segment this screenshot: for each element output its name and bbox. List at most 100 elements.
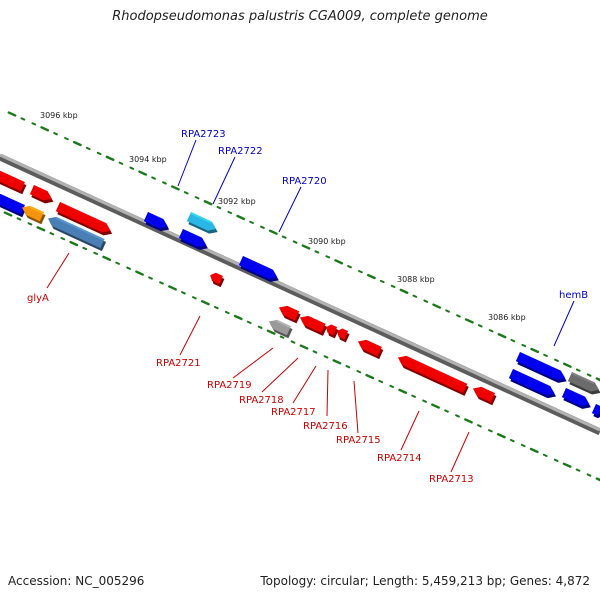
gene-label-rpa2716[interactable]: RPA2716 bbox=[303, 421, 348, 432]
outer-scale-tick bbox=[586, 373, 592, 377]
gene-label-glya[interactable]: glyA bbox=[27, 293, 49, 304]
gene-arrow-left-red-1-body bbox=[0, 170, 25, 192]
gene-arrow-gray-edge-body bbox=[567, 372, 600, 392]
gene-label-rpa2723[interactable]: RPA2723 bbox=[181, 129, 226, 140]
outer-scale-tick bbox=[20, 117, 26, 121]
inner-scale-tick bbox=[126, 266, 131, 270]
outer-scale-tick bbox=[31, 122, 37, 126]
inner-scale-tick bbox=[115, 261, 120, 265]
leader-rpa2719 bbox=[232, 347, 274, 379]
gene-arrow-gray-edge bbox=[567, 372, 600, 395]
inner-scale-tick bbox=[520, 443, 526, 448]
outer-scale-tick bbox=[194, 196, 200, 200]
outer-scale-tick bbox=[227, 210, 233, 215]
inner-scale-tick bbox=[586, 473, 592, 477]
gene-arrow-left-red-2-body bbox=[29, 185, 52, 201]
gene-arrow-rpa2722-body bbox=[186, 212, 217, 231]
gene-arrow-left-blue bbox=[0, 193, 27, 218]
gene-arrow-red-long-body bbox=[55, 202, 111, 233]
outer-scale-tick bbox=[151, 176, 156, 180]
gene-arrow-blue-3 bbox=[508, 369, 557, 399]
gene-arrow-rpa2720-body bbox=[238, 256, 278, 279]
inner-scale-tick bbox=[3, 211, 13, 217]
gene-arrow-blue-edge bbox=[561, 388, 591, 409]
inner-scale-tick bbox=[529, 447, 539, 454]
inner-scale-tick bbox=[389, 384, 395, 389]
outer-scale-tick bbox=[445, 309, 450, 313]
outer-scale-tick bbox=[464, 318, 474, 324]
inner-scale-tick bbox=[595, 477, 600, 482]
inner-scale-tick bbox=[553, 458, 559, 462]
gene-arrow-hemb-body bbox=[515, 352, 566, 380]
outer-scale-tick bbox=[432, 303, 442, 309]
gene-label-rpa2718[interactable]: RPA2718 bbox=[239, 395, 284, 406]
gene-arrow-red-long bbox=[55, 202, 113, 236]
outer-scale-tick bbox=[118, 161, 124, 165]
inner-scale-tick bbox=[332, 359, 342, 365]
outer-scale-tick bbox=[423, 299, 429, 303]
gene-arrow-left-red-2-highlight bbox=[33, 185, 48, 194]
inner-scale-tick bbox=[455, 414, 460, 418]
gene-label-rpa2719[interactable]: RPA2719 bbox=[207, 380, 252, 391]
inner-scale-tick bbox=[279, 335, 285, 339]
outer-scale-tick bbox=[96, 151, 102, 156]
gene-label-rpa2722[interactable]: RPA2722 bbox=[218, 146, 263, 157]
gene-arrow-rpa2718-body bbox=[299, 315, 326, 333]
gene-arrow-blue-corner bbox=[591, 404, 600, 419]
leader-hemb bbox=[553, 300, 575, 347]
gene-arrow-rpa2720 bbox=[238, 256, 279, 282]
gene-arrow-rpa2723-body bbox=[143, 212, 168, 229]
inner-scale-tick bbox=[365, 373, 375, 380]
outer-scale-tick bbox=[203, 200, 213, 206]
inner-scale-tick bbox=[290, 340, 296, 344]
gene-arrow-left-blue-body bbox=[0, 193, 25, 215]
outer-scale-tick bbox=[325, 255, 331, 259]
outer-scale-tick bbox=[562, 362, 572, 368]
outer-scale-tick bbox=[575, 368, 581, 372]
scale-label-3086: 3086 kbp bbox=[488, 313, 526, 322]
map-title: Rhodopseudomonas palustris CGA009, compl… bbox=[112, 9, 488, 24]
gene-label-hemb[interactable]: hemB bbox=[559, 290, 588, 301]
inner-scale-tick bbox=[213, 305, 219, 310]
gene-label-rpa2721[interactable]: RPA2721 bbox=[156, 358, 201, 369]
leader-rpa2720 bbox=[278, 186, 302, 233]
gene-arrow-steel-highlight bbox=[55, 216, 105, 241]
inner-scale-tick bbox=[82, 246, 88, 251]
gene-label-rpa2715[interactable]: RPA2715 bbox=[336, 435, 381, 446]
gene-arrow-rpa2721 bbox=[210, 272, 225, 288]
gene-label-leaders bbox=[46, 139, 575, 473]
outer-scale-tick bbox=[554, 358, 559, 362]
inner-scale-tick bbox=[299, 344, 309, 350]
outer-scale-tick bbox=[390, 284, 396, 289]
outer-scale-tick bbox=[138, 170, 148, 176]
gene-label-rpa2717[interactable]: RPA2717 bbox=[271, 407, 316, 418]
gene-label-rpa2714[interactable]: RPA2714 bbox=[377, 453, 422, 464]
gene-arrow-rpa2720-highlight bbox=[242, 256, 273, 272]
inner-tick-track bbox=[3, 211, 600, 482]
inner-scale-tick bbox=[562, 462, 572, 468]
outer-scale-tick bbox=[358, 270, 363, 274]
outer-scale-tick bbox=[379, 279, 385, 284]
gene-arrow-rpa2715 bbox=[357, 339, 384, 360]
inner-scale-tick bbox=[477, 424, 482, 428]
inner-scale-tick bbox=[345, 365, 351, 369]
scale-label-3088: 3088 kbp bbox=[397, 275, 435, 284]
outer-scale-tick bbox=[72, 140, 82, 147]
outer-scale-tick bbox=[64, 137, 69, 141]
outer-scale-tick bbox=[530, 347, 540, 354]
leader-rpa2713 bbox=[450, 431, 470, 473]
gene-label-rpa2713[interactable]: RPA2713 bbox=[429, 474, 474, 485]
inner-scale-tick bbox=[444, 409, 449, 413]
gene-arrow-rpa2714 bbox=[397, 355, 469, 396]
outer-scale-tick bbox=[260, 225, 265, 229]
outer-scale-tick bbox=[105, 155, 115, 161]
gene-arrow-rpa2721-highlight bbox=[214, 272, 223, 278]
inner-scale-tick bbox=[49, 232, 55, 236]
inner-scale-tick bbox=[496, 433, 506, 439]
gene-label-rpa2720[interactable]: RPA2720 bbox=[282, 176, 327, 187]
inner-scale-tick bbox=[464, 418, 473, 424]
backbone-shadow bbox=[0, 153, 600, 436]
outer-scale-tick bbox=[399, 288, 409, 294]
outer-scale-tick bbox=[456, 314, 461, 318]
